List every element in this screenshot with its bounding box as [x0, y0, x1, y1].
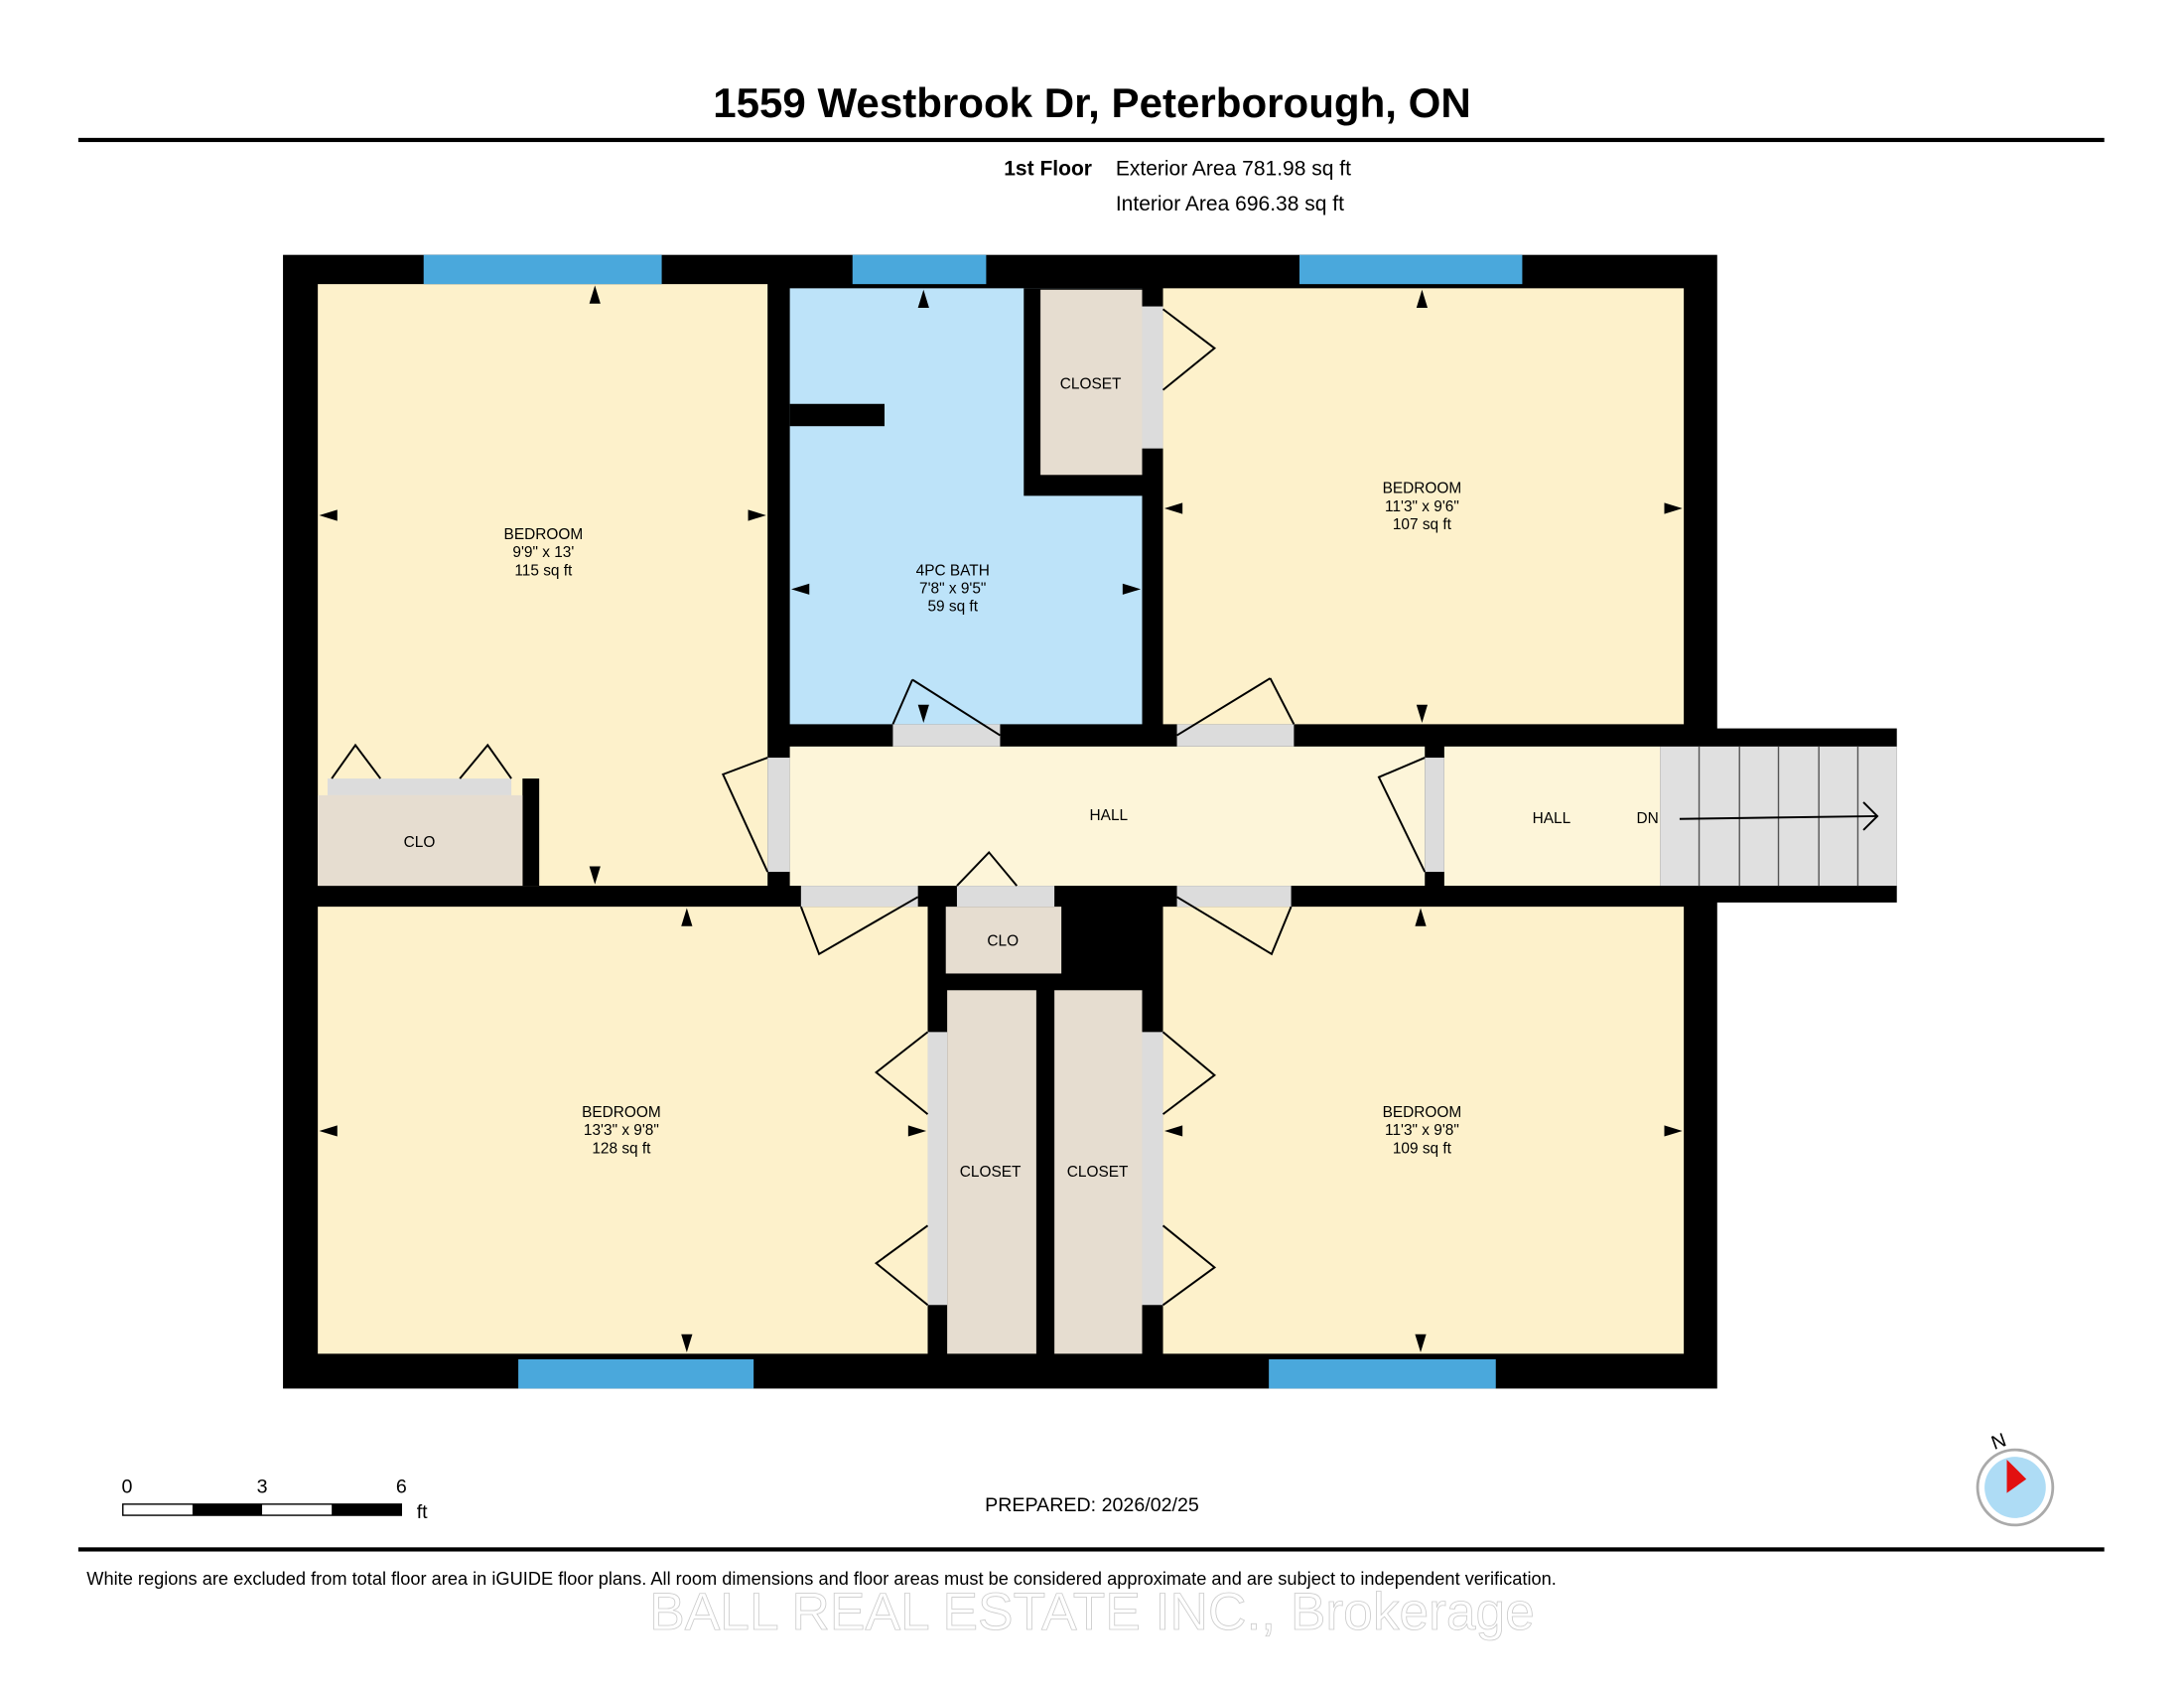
scale-unit: ft — [417, 1501, 428, 1523]
disclaimer: White regions are excluded from total fl… — [86, 1568, 1557, 1589]
room-label-bath: 4PC BATH 7'8" x 9'5" 59 sq ft — [916, 562, 990, 615]
room-area: 109 sq ft — [1393, 1140, 1452, 1157]
label-hall-right: HALL — [1533, 810, 1571, 827]
compass-icon: N — [1976, 1429, 2055, 1527]
label-clo-center: CLO — [987, 932, 1019, 949]
room-bedroom-3[interactable] — [318, 907, 928, 1354]
closet-left[interactable] — [947, 990, 1036, 1354]
floor-plan: BEDROOM 9'9" x 13' 115 sq ft 4PC BATH 7'… — [283, 254, 1897, 1389]
clo-wall — [522, 778, 540, 887]
room-dims: 13'3" x 9'8" — [584, 1122, 659, 1139]
room-hall-right[interactable] — [1443, 746, 1661, 887]
scale-bar: 0 3 6 ft — [122, 1477, 429, 1523]
label-closet-right: CLOSET — [1067, 1164, 1129, 1181]
stair-direction-arrow-icon — [1679, 801, 1879, 831]
label-clo-left: CLO — [404, 834, 436, 851]
footer-rule — [77, 1547, 2105, 1552]
clo-center[interactable] — [945, 907, 1062, 974]
room-area: 107 sq ft — [1393, 516, 1452, 533]
room-hall[interactable] — [789, 746, 1426, 887]
dimension-arrows — [319, 285, 1683, 1352]
room-label-bedroom-4: BEDROOM 11'3" x 9'8" 109 sq ft — [1383, 1104, 1462, 1157]
room-name: BEDROOM — [1383, 1104, 1462, 1121]
header-rule — [77, 137, 2105, 143]
room-area: 59 sq ft — [927, 599, 978, 616]
page-title: 1559 Westbrook Dr, Peterborough, ON — [713, 79, 1471, 126]
scale-tick: 6 — [396, 1477, 407, 1498]
label-stairs-dn: DN — [1637, 810, 1659, 827]
interior-area: Interior Area 696.38 sq ft — [1116, 193, 1344, 215]
watermark: BALL REAL ESTATE INC., Brokerage — [649, 1583, 1535, 1641]
clo-left[interactable] — [318, 794, 523, 887]
room-dims: 7'8" x 9'5" — [919, 581, 986, 598]
room-name: BEDROOM — [582, 1104, 661, 1121]
room-dims: 9'9" x 13' — [512, 544, 574, 561]
room-name: BEDROOM — [1383, 481, 1462, 497]
room-bedroom-2[interactable] — [1162, 288, 1685, 725]
label-closet-left: CLOSET — [960, 1164, 1022, 1181]
room-area: 128 sq ft — [592, 1140, 651, 1157]
room-name: BEDROOM — [504, 526, 584, 543]
label-hall: HALL — [1090, 807, 1129, 824]
compass-north-label: N — [1988, 1429, 2009, 1455]
doors — [327, 306, 1444, 1307]
room-area: 115 sq ft — [514, 562, 573, 579]
exterior-area: Exterior Area 781.98 sq ft — [1116, 158, 1351, 181]
scale-tick: 3 — [257, 1477, 268, 1498]
room-label-bedroom-1: BEDROOM 9'9" x 13' 115 sq ft — [504, 526, 584, 579]
closet-right[interactable] — [1054, 990, 1143, 1354]
room-label-bedroom-3: BEDROOM 13'3" x 9'8" 128 sq ft — [582, 1104, 661, 1157]
room-label-bedroom-2: BEDROOM 11'3" x 9'6" 107 sq ft — [1383, 481, 1462, 533]
prepared-date: PREPARED: 2026/02/25 — [985, 1494, 1199, 1516]
room-dims: 11'3" x 9'8" — [1385, 1122, 1459, 1139]
windows — [423, 254, 1523, 1389]
room-dims: 11'3" x 9'6" — [1385, 498, 1459, 515]
room-name: 4PC BATH — [916, 562, 990, 579]
closet-top[interactable] — [1040, 289, 1143, 476]
room-bedroom-4[interactable] — [1162, 907, 1685, 1354]
label-closet-top: CLOSET — [1060, 375, 1122, 392]
bath-wall-stub — [789, 403, 886, 427]
scale-tick: 0 — [122, 1477, 133, 1498]
floor-label: 1st Floor — [1004, 158, 1092, 181]
